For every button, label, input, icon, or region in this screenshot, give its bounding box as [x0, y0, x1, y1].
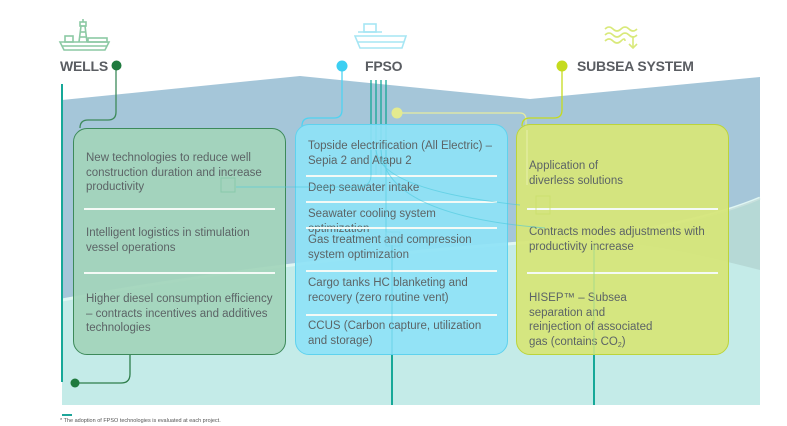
- fpso-yellow-dot: [391, 107, 403, 119]
- fpso-item-1: Topside electrification (All Electric) –…: [308, 140, 493, 167]
- fpso-title: FPSO: [365, 58, 403, 74]
- divider: [527, 208, 718, 210]
- fpso-item-4: Gas treatment and compression system opt…: [308, 234, 472, 261]
- subsea-title: SUBSEA SYSTEM: [577, 58, 694, 74]
- subsea-dot: [556, 60, 568, 72]
- divider: [306, 227, 497, 229]
- subsea-item-2: Contracts modes adjustments with product…: [529, 226, 705, 253]
- subsea-item-3: HISEP™ – Subsea separation and reinjecti…: [529, 292, 653, 349]
- footnote-dash: [62, 414, 72, 416]
- fpso-ship-icon: [354, 23, 408, 49]
- subsea-item-1: Application of diverless solutions: [529, 160, 623, 187]
- wells-item-3: Higher diesel consumption efficiency – c…: [86, 293, 273, 335]
- wells-connector-top: [79, 66, 117, 129]
- fpso-item-6: CCUS (Carbon capture, utilization and st…: [308, 320, 482, 347]
- wells-bottom-dot: [70, 378, 80, 388]
- subsea-connector-top: [521, 66, 563, 127]
- wells-connector-bottom: [75, 355, 131, 384]
- divider: [84, 208, 275, 210]
- drilling-rig-icon: [58, 19, 111, 51]
- divider: [527, 272, 718, 274]
- wells-dot: [111, 60, 122, 71]
- divider: [306, 270, 497, 272]
- fpso-dot: [336, 60, 348, 72]
- divider: [84, 272, 275, 274]
- subsea-card: Application of diverless solutions Contr…: [516, 124, 729, 355]
- subsea-waves-icon: [604, 26, 638, 50]
- fpso-item-2: Deep seawater intake: [308, 182, 420, 194]
- footnote: * The adoption of FPSO technologies is e…: [60, 418, 221, 424]
- fpso-yellow-link: [398, 112, 527, 130]
- wells-card: New technologies to reduce well construc…: [73, 128, 286, 355]
- wells-item-2: Intelligent logistics in stimulation ves…: [86, 227, 250, 254]
- divider: [306, 201, 497, 203]
- fpso-connector-top: [301, 66, 343, 127]
- wells-title: WELLS: [60, 58, 108, 74]
- fpso-item-3: Seawater cooling system optimization: [308, 208, 436, 235]
- divider: [306, 175, 497, 177]
- divider: [306, 314, 497, 316]
- fpso-card: Topside electrification (All Electric) –…: [295, 124, 508, 355]
- fpso-item-5: Cargo tanks HC blanketing and recovery (…: [308, 277, 468, 304]
- wells-item-1: New technologies to reduce well construc…: [86, 152, 262, 194]
